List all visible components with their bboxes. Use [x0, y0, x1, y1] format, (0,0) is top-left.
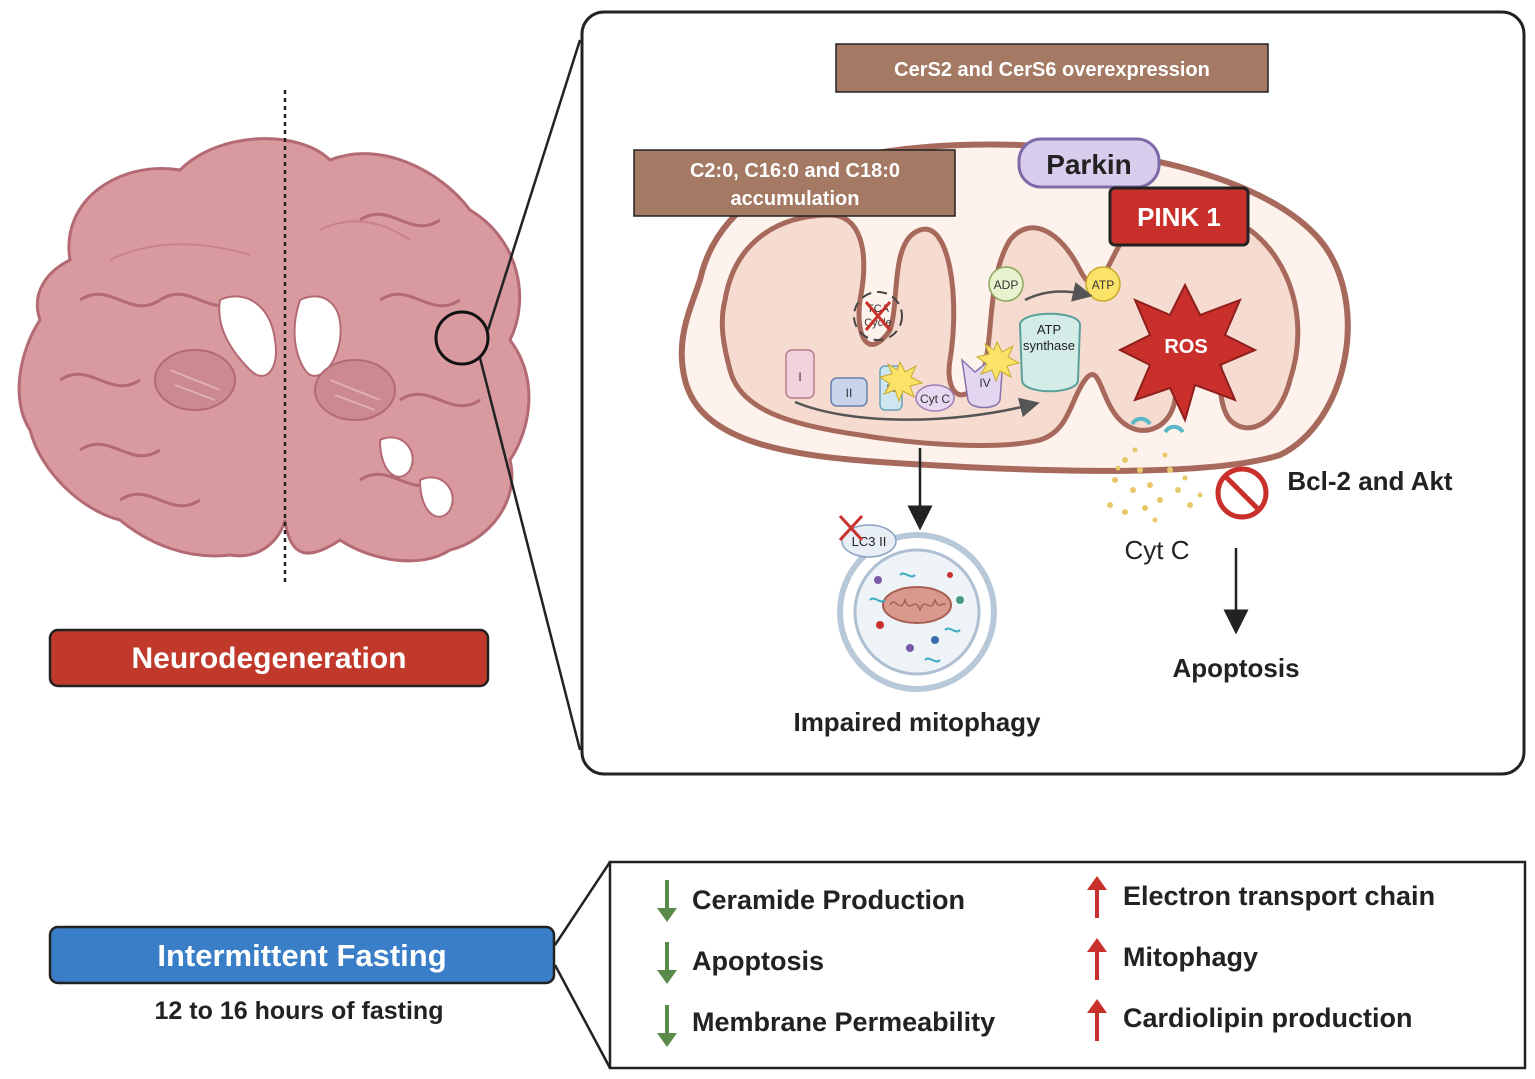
impaired-mitophagy-label: Impaired mitophagy	[793, 707, 1041, 737]
fasting-effects-panel	[608, 860, 1527, 1070]
increase-item: Mitophagy	[1123, 942, 1258, 972]
down-arrow-icon	[657, 908, 677, 922]
cyt-c-release-dots	[1107, 447, 1203, 523]
complex-2	[830, 377, 868, 407]
complex-4-label: IV	[979, 376, 990, 390]
fasting-box	[48, 925, 556, 985]
cers-banner-text: CerS2 and CerS6 overexpression	[894, 59, 1210, 81]
parkin-box	[1017, 137, 1161, 189]
pink1-box	[1108, 186, 1250, 247]
fasting-connector-top	[553, 861, 612, 946]
zoom-line-top	[486, 39, 582, 331]
adp-circle	[988, 266, 1024, 302]
up-arrow-icon	[1087, 999, 1107, 1013]
atp-synthase-line2: synthase	[1023, 338, 1075, 353]
down-arrow-icon	[657, 1033, 677, 1047]
cyt-c-small-label: Cyt C	[920, 392, 950, 406]
complex-4-damage-icon	[975, 340, 1021, 383]
autophagosome-contents	[869, 572, 964, 663]
decrease-item: Ceramide Production	[692, 885, 965, 915]
decrease-item: Membrane Permeability	[692, 1007, 995, 1037]
fasting-subtitle: 12 to 16 hours of fasting	[155, 997, 444, 1025]
increase-item: Electron transport chain	[1123, 881, 1435, 911]
atp-label: ATP	[1092, 278, 1114, 292]
complex-1	[785, 349, 815, 399]
zoom-line-bottom	[478, 357, 582, 751]
prohibited-icon	[1215, 466, 1269, 520]
ros-burst	[1117, 282, 1258, 423]
accumulation-banner	[633, 149, 956, 217]
tca-cycle	[853, 291, 903, 341]
lc3-blocked-icon	[838, 514, 864, 542]
apoptosis-label: Apoptosis	[1172, 653, 1299, 683]
complex-1-label: I	[798, 370, 801, 384]
pink1-label: PINK 1	[1137, 202, 1221, 232]
membrane-pore-icon	[1130, 416, 1185, 434]
fasting-label: Intermittent Fasting	[157, 938, 446, 973]
accumulation-line1: C2:0, C16:0 and C18:0	[690, 160, 900, 182]
accumulation-line2: accumulation	[731, 188, 860, 210]
adp-label: ADP	[994, 278, 1019, 292]
bcl2-akt-label: Bcl-2 and Akt	[1287, 466, 1453, 496]
adp-atp-arrow	[1024, 282, 1093, 302]
cyt-c-release-label: Cyt C	[1125, 535, 1190, 565]
brain-illustration	[17, 90, 531, 585]
cyt-c-small	[915, 384, 955, 412]
fasting-connector-bottom	[553, 964, 612, 1069]
neurodegeneration-box	[48, 628, 490, 688]
ros-label: ROS	[1164, 336, 1207, 358]
up-arrow-icon	[1087, 876, 1107, 890]
down-arrow-icon	[657, 970, 677, 984]
parkin-label: Parkin	[1046, 149, 1132, 180]
complex-3-damage-icon	[878, 360, 924, 403]
electron-flow-arrow	[794, 397, 1040, 421]
decrease-arrows	[657, 880, 677, 1047]
neurodegeneration-label: Neurodegeneration	[131, 642, 406, 675]
tca-blocked-icon	[864, 301, 892, 331]
cers-banner	[835, 43, 1269, 93]
zoom-circle	[434, 310, 490, 366]
up-arrow-icon	[1087, 938, 1107, 952]
increase-item: Cardiolipin production	[1123, 1003, 1412, 1033]
complex-2-label: II	[846, 386, 853, 400]
increase-arrows	[1087, 876, 1107, 1041]
atp-synthase-line1: ATP	[1037, 322, 1061, 337]
atp-synthase	[1018, 312, 1082, 393]
decrease-item: Apoptosis	[692, 946, 824, 976]
